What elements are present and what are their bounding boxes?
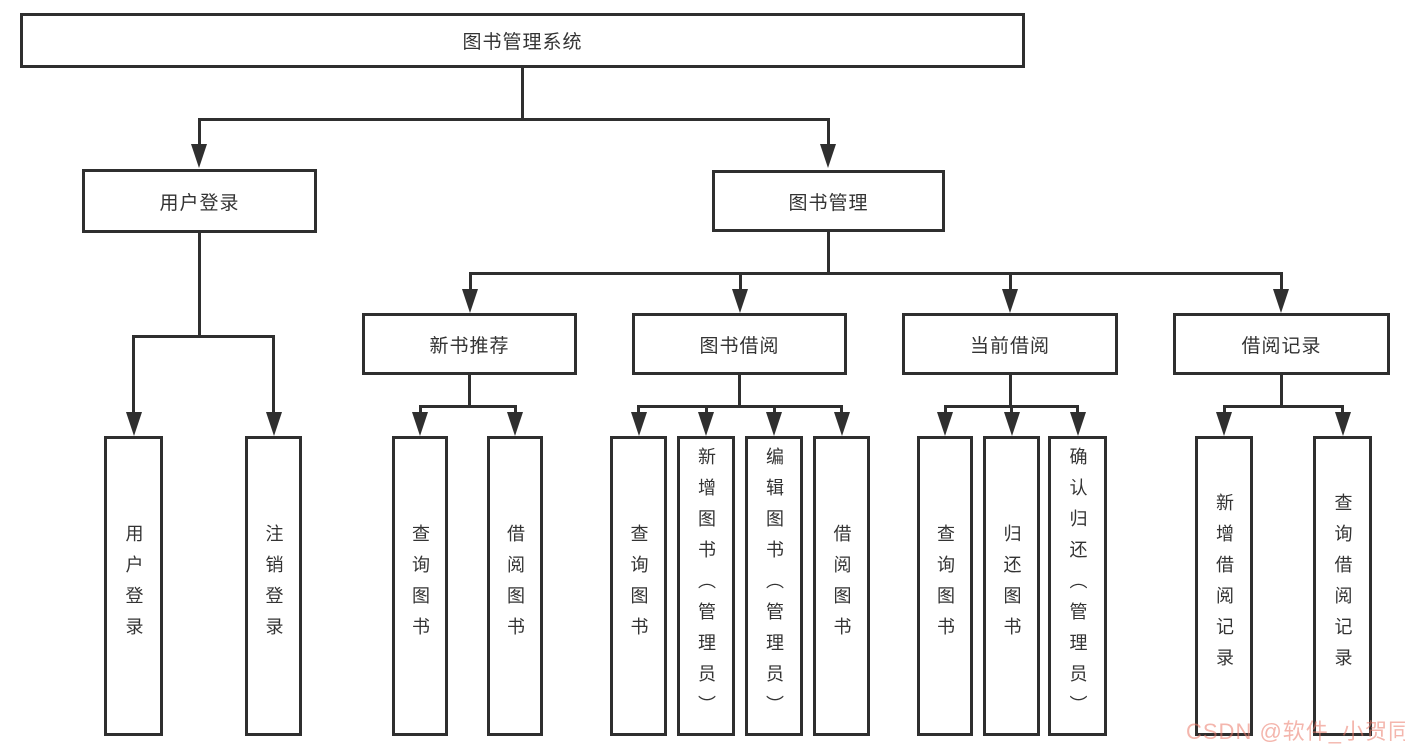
- leaf-user-login: 用户登录: [104, 436, 163, 736]
- leaf-borrow-books-1-label: 借阅图书: [505, 524, 525, 648]
- connector-line: [1009, 375, 1012, 405]
- connector-line: [1076, 405, 1079, 418]
- connector-line: [272, 335, 275, 413]
- connector-line: [827, 232, 830, 272]
- leaf-logout-label: 注销登录: [263, 524, 284, 648]
- leaf-add-books-admin-label: 新增图书（管理员）: [696, 446, 716, 726]
- leaf-add-borrow-record-label: 新增借阅记录: [1214, 493, 1234, 679]
- connector-line: [198, 118, 830, 121]
- leaf-borrow-books-2: 借阅图书: [813, 436, 870, 736]
- node-new-book-recommend: 新书推荐: [362, 313, 577, 375]
- leaf-query-books-1-label: 查询图书: [410, 524, 430, 648]
- node-current-borrowing: 当前借阅: [902, 313, 1118, 375]
- leaf-add-borrow-record: 新增借阅记录: [1195, 436, 1253, 736]
- arrow-down-icon: [1002, 289, 1018, 313]
- connector-line: [132, 335, 275, 338]
- leaf-query-books-2: 查询图书: [610, 436, 667, 736]
- connector-line: [1223, 405, 1343, 408]
- arrow-down-icon: [507, 412, 523, 436]
- leaf-query-borrow-record-label: 查询借阅记录: [1332, 493, 1353, 679]
- connector-line: [773, 405, 776, 418]
- arrow-down-icon: [1216, 412, 1232, 436]
- node-book-borrowing-label: 图书借阅: [699, 335, 780, 357]
- leaf-logout: 注销登录: [245, 436, 302, 736]
- connector-line: [521, 68, 524, 118]
- arrow-down-icon: [412, 412, 428, 436]
- leaf-query-books-1: 查询图书: [392, 436, 448, 736]
- node-book-borrowing: 图书借阅: [632, 313, 847, 375]
- leaf-return-books: 归还图书: [983, 436, 1040, 736]
- node-new-book-recommend-label: 新书推荐: [429, 335, 510, 357]
- arrow-down-icon: [937, 412, 953, 436]
- connector-line: [419, 405, 422, 418]
- connector-line: [1223, 405, 1226, 418]
- arrow-down-icon: [1273, 289, 1289, 313]
- leaf-query-books-2-label: 查询图书: [628, 524, 649, 648]
- arrow-down-icon: [266, 412, 282, 436]
- connector-line: [840, 405, 843, 418]
- node-user-login-label: 用户登录: [159, 192, 240, 214]
- leaf-return-books-label: 归还图书: [1001, 524, 1022, 648]
- node-current-borrowing-label: 当前借阅: [969, 335, 1050, 357]
- leaf-query-books-3: 查询图书: [917, 436, 973, 736]
- arrow-down-icon: [834, 412, 850, 436]
- node-borrowing-records: 借阅记录: [1173, 313, 1390, 375]
- node-book-management-system-label: 图书管理系统: [462, 32, 583, 53]
- node-book-management-system: 图书管理系统: [20, 13, 1025, 68]
- arrow-down-icon: [820, 144, 836, 168]
- arrow-down-icon: [1004, 412, 1020, 436]
- leaf-confirm-return-admin: 确认归还（管理员）: [1048, 436, 1107, 736]
- connector-line: [705, 405, 708, 418]
- leaf-borrow-books-2-label: 借阅图书: [831, 524, 852, 648]
- node-borrowing-records-label: 借阅记录: [1241, 335, 1322, 357]
- connector-line: [1280, 272, 1283, 293]
- leaf-query-borrow-record: 查询借阅记录: [1313, 436, 1372, 736]
- connector-line: [469, 272, 1283, 275]
- arrow-down-icon: [631, 412, 647, 436]
- connector-line: [419, 405, 517, 408]
- connector-line: [469, 272, 472, 293]
- connector-line: [1280, 375, 1283, 405]
- leaf-user-login-label: 用户登录: [123, 524, 144, 648]
- leaf-edit-books-admin: 编辑图书（管理员）: [745, 436, 803, 736]
- node-book-management-label: 图书管理: [788, 192, 869, 214]
- connector-line: [827, 118, 830, 150]
- arrow-down-icon: [732, 289, 748, 313]
- connector-line: [738, 375, 741, 405]
- node-user-login: 用户登录: [82, 169, 317, 233]
- connector-line: [1009, 272, 1012, 293]
- connector-line: [1010, 405, 1013, 418]
- connector-line: [739, 272, 742, 293]
- leaf-confirm-return-admin-label: 确认归还（管理员）: [1067, 446, 1088, 726]
- arrow-down-icon: [1335, 412, 1351, 436]
- connector-line: [637, 405, 640, 418]
- arrow-down-icon: [126, 412, 142, 436]
- connector-line: [1341, 405, 1344, 418]
- connector-line: [637, 405, 843, 408]
- arrow-down-icon: [191, 144, 207, 168]
- arrow-down-icon: [698, 412, 714, 436]
- leaf-borrow-books-1: 借阅图书: [487, 436, 543, 736]
- arrow-down-icon: [1070, 412, 1086, 436]
- arrow-down-icon: [766, 412, 782, 436]
- node-book-management: 图书管理: [712, 170, 945, 232]
- leaf-query-books-3-label: 查询图书: [935, 524, 955, 648]
- connector-line: [514, 405, 517, 418]
- leaf-add-books-admin: 新增图书（管理员）: [677, 436, 735, 736]
- connector-line: [198, 233, 201, 335]
- leaf-edit-books-admin-label: 编辑图书（管理员）: [764, 446, 784, 726]
- arrow-down-icon: [462, 289, 478, 313]
- connector-line: [944, 405, 947, 418]
- csdn-watermark: CSDN @软件_小贺同学: [1186, 719, 1405, 744]
- connector-line: [132, 335, 135, 413]
- connector-line: [468, 375, 471, 405]
- connector-line: [198, 118, 201, 150]
